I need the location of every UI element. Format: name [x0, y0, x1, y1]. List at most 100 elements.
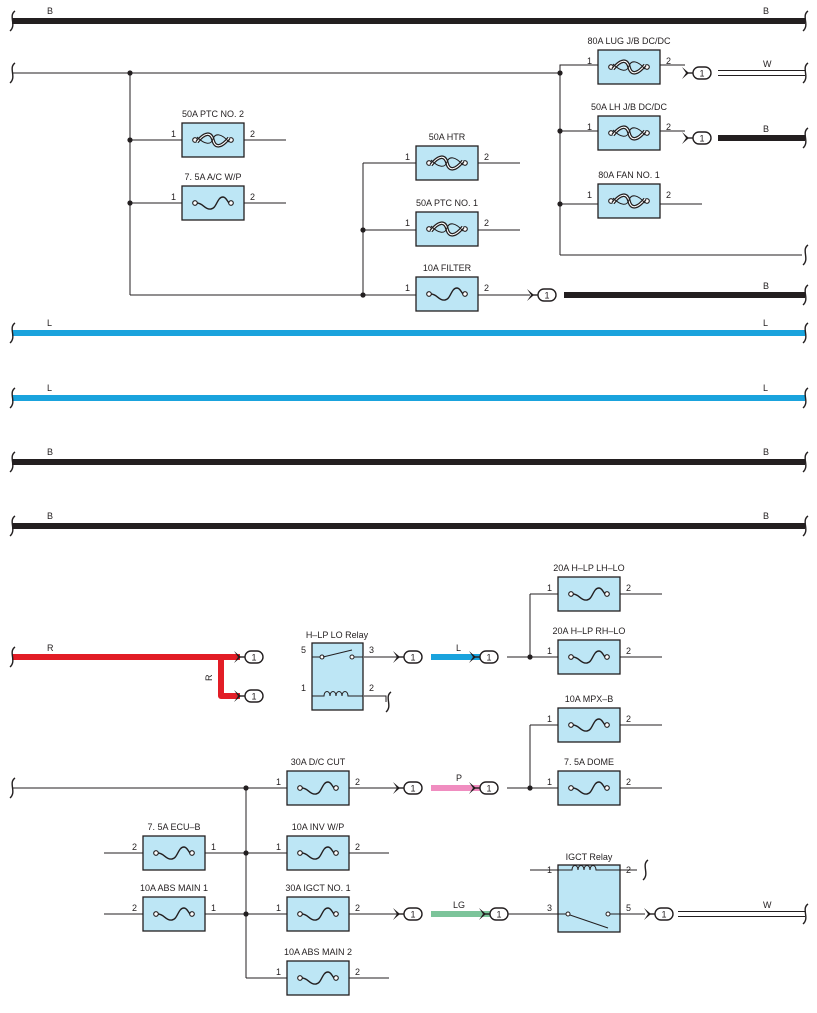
b-bus-2-left-label: B [47, 447, 53, 457]
fuse-label: 20A H–LP RH–LO [553, 626, 626, 636]
wire-break-mark [385, 691, 392, 713]
fuse-pin-left: 1 [587, 56, 592, 66]
wire-lg: LG [431, 900, 490, 917]
wire-break-mark [802, 244, 809, 266]
bus-1: B B [12, 6, 805, 24]
igct-relay-pin-2: 2 [626, 865, 631, 875]
wire-break-mark [642, 859, 649, 881]
fuse-pin-right: 1 [211, 842, 216, 852]
wire-lg-label: LG [453, 900, 465, 910]
connector: 1 [682, 131, 712, 145]
igct-relay-pin-3: 3 [547, 903, 552, 913]
fuse-pin-left: 2 [132, 903, 137, 913]
fuse-label: 10A ABS MAIN 2 [284, 947, 352, 957]
fuse-label: 7. 5A ECU–B [147, 822, 200, 832]
b-bus-2-right-label: B [763, 447, 769, 457]
fuse-pin-left: 1 [587, 122, 592, 132]
wire-break-mark [9, 322, 16, 344]
fuse-pin-left: 1 [547, 583, 552, 593]
fuse-label: 80A FAN NO. 1 [598, 170, 660, 180]
fuse-label: 7. 5A DOME [564, 757, 614, 767]
fuse-pin-left: 1 [276, 967, 281, 977]
wire-l: L [431, 643, 480, 660]
connector: 1 [682, 66, 712, 80]
wire-break-mark [802, 62, 809, 84]
connector-pin-label: 1 [544, 291, 549, 301]
fuse-label: 30A IGCT NO. 1 [285, 883, 350, 893]
connector-pin-label: 1 [661, 910, 666, 920]
wire-r-label: R [47, 643, 54, 653]
fuse-pin-right: 2 [626, 646, 631, 656]
h-lp-lo-relay-pin-3: 3 [369, 645, 374, 655]
wire-break-mark [9, 10, 16, 32]
connector-layer: 1 1 1 1 1 1 1 1 1 1 1 1 [234, 66, 712, 921]
connector: 1 [527, 288, 557, 302]
fuse-pin-right: 2 [484, 283, 489, 293]
igct-relay-pin-1: 1 [547, 865, 552, 875]
fuse-pin-left: 1 [547, 777, 552, 787]
connector-pin-label: 1 [410, 653, 415, 663]
fuse-pin-left: 1 [547, 714, 552, 724]
wire-break-mark [9, 646, 16, 668]
fuse-label: 50A PTC NO. 2 [182, 109, 244, 119]
fuse-pin-right: 2 [666, 56, 671, 66]
fuse-7-5a-ecu-b: 7. 5A ECU–B 2 1 [132, 822, 216, 871]
l-bus-1-right-label: L [763, 318, 768, 328]
wire-p-label: P [456, 773, 462, 783]
l-bus-1: L L [12, 318, 805, 336]
igct-relay: IGCT Relay 1 2 3 5 [547, 852, 631, 933]
bus-1-left-label: B [47, 6, 53, 16]
connector-pin-label: 1 [410, 784, 415, 794]
wire-break-mark [802, 322, 809, 344]
fuse-pin-left: 2 [132, 842, 137, 852]
bus-1-right-label: B [763, 6, 769, 16]
connector: 1 [234, 650, 264, 664]
fuse-20a-h-lp-rh-lo: 20A H–LP RH–LO1 2 [547, 626, 631, 675]
connector-pin-label: 1 [251, 692, 256, 702]
connector-pin-label: 1 [251, 653, 256, 663]
wire-break-mark [802, 387, 809, 409]
fuse-pin-right: 2 [250, 129, 255, 139]
fuse-label: 50A PTC NO. 1 [416, 198, 478, 208]
wire-l-label: L [456, 643, 461, 653]
fuse-pin-left: 1 [587, 190, 592, 200]
fuse-label: 50A LH J/B DC/DC [591, 102, 668, 112]
wire-w-bottom-label: W [763, 900, 772, 910]
wire-break-mark [802, 10, 809, 32]
connector: 1 [644, 907, 674, 921]
h-lp-lo-relay: H–LP LO Relay 5 3 1 2 [301, 630, 374, 711]
b-bus-3-right-label: B [763, 511, 769, 521]
fuse-pin-right: 2 [484, 152, 489, 162]
connector-pin-label: 1 [486, 653, 491, 663]
connector: 1 [479, 907, 509, 921]
wire-break-mark [9, 387, 16, 409]
wire-b-lh-label: B [763, 124, 769, 134]
connector-pin-label: 1 [699, 69, 704, 79]
fuse-label: 10A MPX–B [565, 694, 614, 704]
h-lp-lo-relay-pin-2: 2 [369, 683, 374, 693]
fuse-pin-right: 2 [484, 218, 489, 228]
wire-b-filter: B [564, 281, 805, 298]
l-bus-1-left-label: L [47, 318, 52, 328]
wire-break-mark [802, 127, 809, 149]
h-lp-lo-relay-pin-1: 1 [301, 683, 306, 693]
connector: 1 [393, 781, 423, 795]
wire-w-top: W [718, 59, 805, 76]
h-lp-lo-relay-pin-5: 5 [301, 645, 306, 655]
b-bus-3: B B [12, 511, 805, 529]
fuse-pin-right: 2 [626, 714, 631, 724]
fuse-pin-left: 1 [547, 646, 552, 656]
